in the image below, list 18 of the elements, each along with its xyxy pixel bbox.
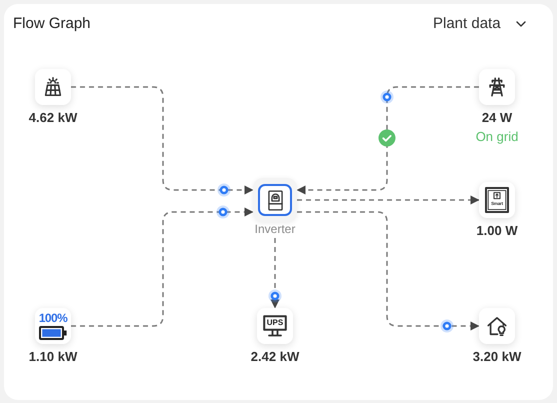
power-reading: 24 W — [482, 110, 512, 126]
power-reading: 1.00 W — [476, 223, 518, 239]
plant-data-dropdown: Plant data — [433, 14, 529, 34]
panel-title: Flow Graph — [13, 14, 91, 34]
power-reading: 1.10 kW — [28, 349, 78, 365]
power-reading: 3.20 kW — [472, 349, 522, 365]
flow-connector — [71, 208, 254, 327]
battery-level: 100% — [38, 312, 68, 324]
grid-status: On grid — [476, 129, 518, 145]
power-reading: 2.42 kW — [250, 349, 300, 365]
flow-connector — [270, 238, 280, 308]
device-name: Inverter — [254, 222, 296, 236]
flow-connector — [297, 196, 480, 204]
flow-connector — [71, 86, 254, 194]
flow-connector — [296, 86, 479, 194]
monitor-label: UPS — [266, 318, 284, 327]
flow-connector — [297, 211, 480, 330]
power-reading: 4.62 kW — [28, 110, 78, 126]
